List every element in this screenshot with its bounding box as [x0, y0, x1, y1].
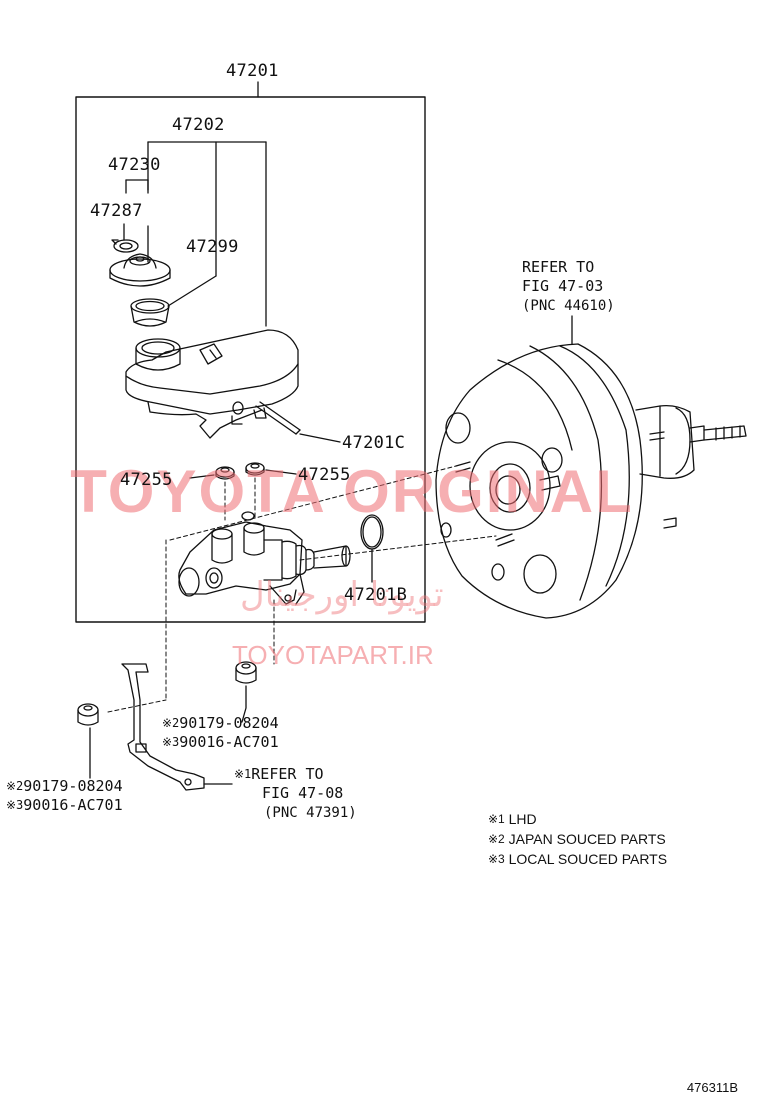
note-2: ※2 JAPAN SOUCED PARTS: [488, 831, 666, 847]
note-mark: ※2: [488, 832, 505, 846]
figure-code: 476311B: [686, 1080, 738, 1095]
label-47201B[interactable]: 47201B: [344, 585, 408, 605]
label-47255-left[interactable]: 47255: [120, 470, 173, 490]
note-mark: ※1: [234, 767, 252, 781]
watermark-arabic: تویوتا اورجینال: [240, 575, 444, 615]
note-mark: ※3: [162, 735, 180, 749]
note-mark: ※1: [488, 812, 505, 826]
label-47287[interactable]: 47287: [90, 201, 143, 221]
leader-47230: [125, 179, 149, 263]
part-number: 90016-AC701: [179, 733, 279, 751]
label-47230[interactable]: 47230: [108, 155, 161, 175]
nut-left-part-3[interactable]: ※390016-AC701: [6, 797, 123, 814]
master-cylinder: [178, 511, 351, 605]
booster-ref-line2[interactable]: FIG 47-03: [522, 277, 604, 295]
bracket-ref-line2[interactable]: FIG 47-08: [262, 784, 344, 802]
cap-part: [109, 253, 171, 287]
bracket-part: [121, 663, 233, 791]
part-number: 90016-AC701: [23, 796, 123, 814]
note-1: ※1 LHD: [488, 811, 537, 827]
note-mark: ※2: [162, 716, 180, 730]
note-text: JAPAN SOUCED PARTS: [508, 831, 666, 847]
note-mark: ※3: [488, 852, 505, 866]
label-47201C[interactable]: 47201C: [342, 433, 406, 453]
nut-mid-part-3[interactable]: ※390016-AC701: [162, 734, 279, 751]
ref-text: REFER TO: [251, 765, 324, 783]
nut-left-part: [77, 703, 99, 779]
note-text: LOCAL SOUCED PARTS: [508, 851, 668, 867]
dashed-guides: [107, 465, 497, 713]
oring-part: [360, 514, 384, 583]
booster-ref-line1: REFER TO: [522, 258, 595, 276]
pin-part: [255, 401, 341, 443]
strainer-part: [130, 298, 170, 327]
note-3: ※3 LOCAL SOUCED PARTS: [488, 851, 667, 867]
reservoir-tank: [125, 329, 299, 439]
note-mark: ※2: [6, 779, 24, 793]
watermark-main: TOYOTA ORGINAL: [70, 458, 634, 525]
leader-47202: [147, 141, 267, 327]
label-47202[interactable]: 47202: [172, 115, 225, 135]
bracket-ref-line1: ※1REFER TO: [234, 766, 324, 783]
label-47299[interactable]: 47299: [186, 237, 239, 257]
note-mark: ※3: [6, 798, 24, 812]
label-47255-right[interactable]: 47255: [298, 465, 351, 485]
part-number: 90179-08204: [23, 777, 123, 795]
bracket-ref-line3: (PNC 47391): [264, 805, 357, 821]
booster-ref-line3: (PNC 44610): [522, 298, 615, 314]
nut-mid-part-2[interactable]: ※290179-08204: [162, 715, 279, 732]
nut-left-part-2[interactable]: ※290179-08204: [6, 778, 123, 795]
leader-47299: [167, 275, 217, 307]
brake-booster: [435, 343, 747, 619]
watermark-url: TOYOTAPART.IR: [232, 640, 434, 670]
grommet-right-part: [245, 462, 297, 476]
nut-mid-part: [235, 661, 257, 723]
ring-part: [111, 239, 139, 253]
note-text: LHD: [508, 811, 537, 827]
part-number: 90179-08204: [179, 714, 279, 732]
grommet-left-part: [189, 466, 235, 480]
label-47201[interactable]: 47201: [226, 61, 279, 81]
assembly-frame: [75, 96, 426, 623]
